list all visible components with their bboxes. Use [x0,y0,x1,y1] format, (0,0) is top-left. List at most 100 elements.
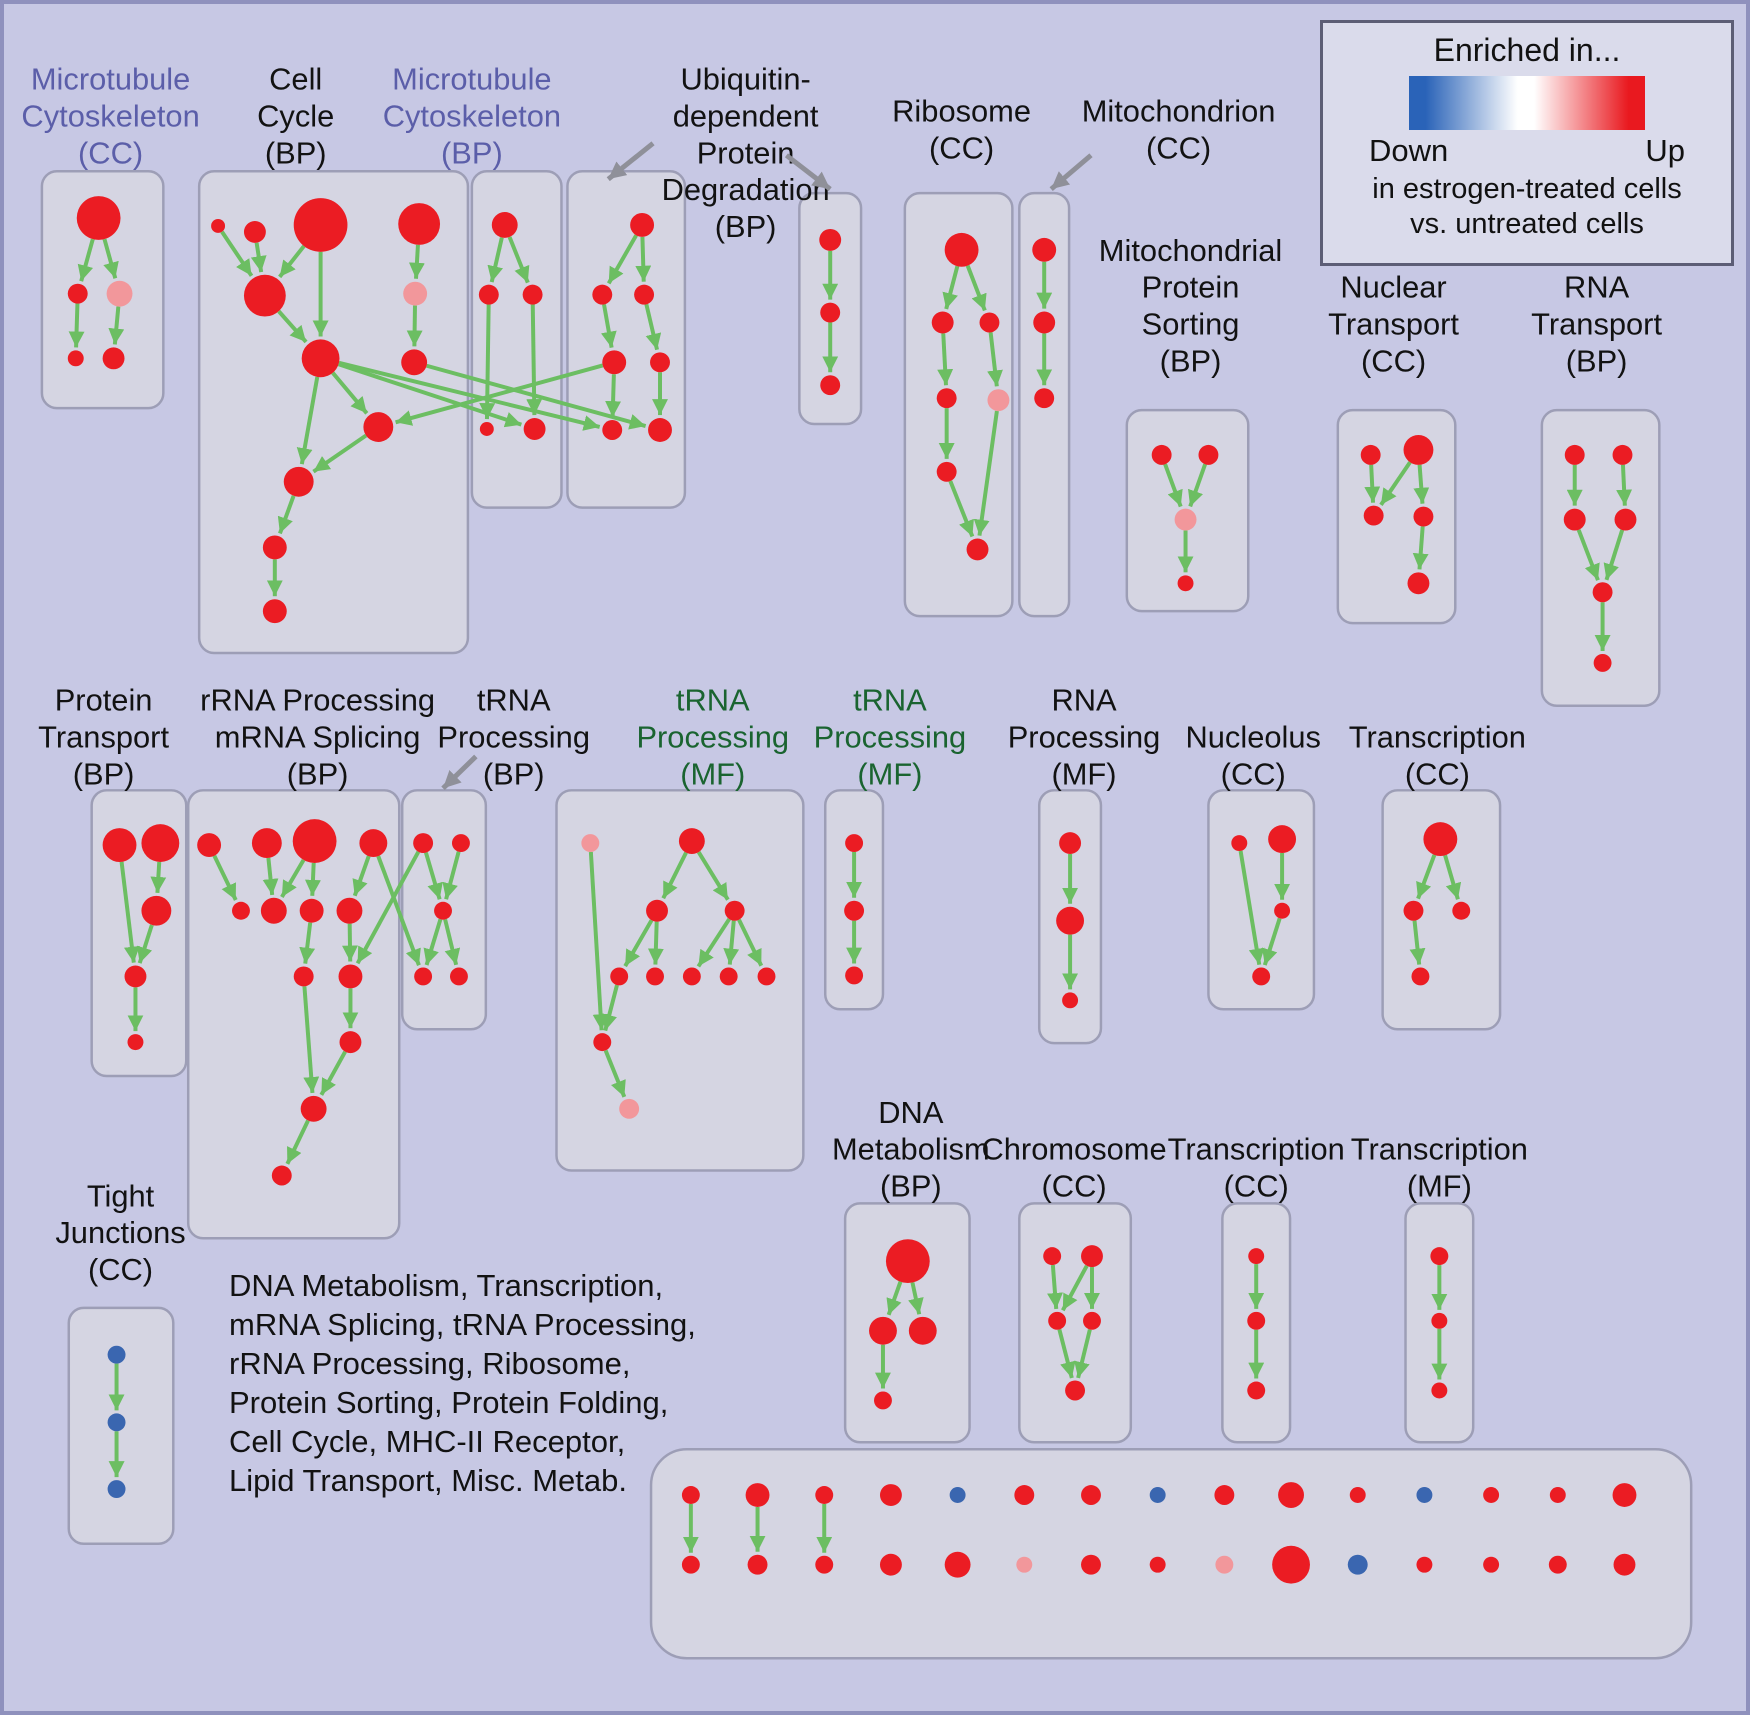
misc-terms-bottom-node-1 [745,1483,770,1507]
ubiquitin-degradation-bp-box [566,169,687,509]
cell-cycle-bp-label-line: Cycle [257,98,334,133]
ubiquitin-degradation-bp-node-2 [634,284,655,305]
mitochondrial-protein-sorting-bp-node-1 [1198,444,1219,465]
edge-arrow [1074,1329,1092,1379]
dna-metabolism-bp-label-line: (BP) [880,1168,942,1203]
legend: Enriched in... Down Up in estrogen-treat… [1320,20,1734,266]
edge-arrow [1364,464,1381,503]
edge-arrow [119,861,140,963]
trna-processing-mf-large-box [555,789,805,1172]
misc-terms-bottom-node-20 [1016,1556,1033,1573]
rrna-processing-mrna-splicing-bp-node-5 [260,897,287,924]
trna-processing-mf-small-label-line: Processing [814,720,967,755]
edge-arrow [376,855,421,966]
protein-transport-bp-node-4 [127,1034,144,1051]
trna-processing-mf-large-node-6 [682,967,701,986]
rna-processing-mf-label-line: (MF) [1051,756,1116,791]
misc-note-line: mRNA Splicing, tRNA Processing, [229,1307,696,1342]
mitochondrion-cc-node-0 [1032,237,1057,262]
rna-transport-bp-label-line: RNA [1564,270,1630,305]
ribosome-cc-node-4 [987,389,1010,412]
mitochondrion-cc-label-line: (CC) [1146,130,1211,165]
trna-processing-mf-small-label-line: (MF) [857,756,922,791]
misc-terms-bottom-node-12 [1483,1487,1500,1503]
cell-cycle-bp-node-2 [293,198,348,252]
edge-arrow [150,861,167,893]
tight-junctions-cc-label-line: Tight [87,1178,155,1213]
tight-junctions-cc-label-line: Junctions [55,1215,185,1250]
edge-arrow [305,862,321,896]
legend-caption-line1: in estrogen-treated cells [1372,173,1682,205]
edge-arrow [68,303,85,348]
cell-cycle-bp-label-line: (BP) [265,135,327,170]
edge-arrow [1057,1329,1076,1379]
dna-metabolism-bp-label-line: Metabolism [832,1132,990,1167]
edge-arrow [285,1119,310,1165]
trna-processing-bp-node-1 [451,834,470,853]
edge-arrow [1061,1264,1089,1312]
ubiquitin-degradation-bp-label-line: (BP) [715,209,777,244]
nuclear-transport-cc-label-line: Nuclear [1340,270,1446,305]
cell-cycle-bp-node-0 [211,218,226,233]
transcription-mf-label-line: (MF) [1407,1168,1472,1203]
edge-arrow [424,852,443,900]
dna-metabolism-bp-node-1 [869,1316,897,1345]
chromosome-cc-label-line: (CC) [1042,1168,1107,1203]
misc-terms-bottom-node-6 [1081,1485,1101,1505]
transcription-mf-node-2 [1431,1382,1448,1399]
ribosome-cc-label-line: (CC) [929,130,994,165]
rrna-processing-mrna-splicing-bp-node-7 [336,897,363,924]
microtubule-cytoskeleton-cc-node-2 [106,280,133,307]
tight-junctions-cc-label-line: (CC) [88,1252,153,1287]
edge-arrow [319,1050,347,1096]
transcription-cc-mid-label-line: (CC) [1405,756,1470,791]
nuclear-transport-cc-node-2 [1363,505,1384,526]
chromosome-cc-node-0 [1043,1247,1062,1266]
rrna-processing-mrna-splicing-bp-node-12 [271,1165,292,1186]
rna-processing-mf-node-2 [1062,992,1079,1009]
ubiquitin-degradation-bp-label-line: Protein [697,135,795,170]
microtubule-cytoskeleton-bp-node-1 [478,284,499,305]
nuclear-transport-cc-label-line: Transport [1328,306,1459,341]
cell-cycle-bp-node-9 [283,466,314,497]
edge-arrow [220,230,254,277]
nuclear-transport-cc-node-0 [1360,444,1381,465]
edge-arrow [605,374,622,418]
trna-processing-bp-node-0 [413,833,434,854]
rrna-processing-mrna-splicing-bp-node-9 [338,964,363,989]
trna-processing-bp-label-line: Processing [437,720,590,755]
microtubule-cytoskeleton-cc-label-line: Microtubule [31,62,190,97]
rna-transport-bp-box [1540,408,1661,707]
edge-arrow [408,244,425,279]
edge-arrow [1409,920,1426,965]
edge-arrow [647,921,664,965]
edge-arrow [696,918,731,968]
transcription-cc-mid-node-0 [1423,822,1458,857]
transcription-cc-low-node-0 [1248,1248,1265,1265]
misc-note-line: Cell Cycle, MHC-II Receptor, [229,1424,626,1459]
edge-arrow [395,363,604,426]
edge-arrow [1416,854,1437,900]
trna-processing-mf-large-node-9 [593,1033,612,1052]
edge-arrow [1576,529,1600,581]
edge-arrow [102,238,119,279]
edge-arrow [937,333,954,386]
rna-processing-mf-node-1 [1056,906,1085,935]
rrna-processing-mrna-splicing-bp-node-6 [299,898,324,923]
microtubule-cytoskeleton-bp-label-line: (BP) [441,135,503,170]
microtubule-cytoskeleton-bp-label-line: Cytoskeleton [383,98,561,133]
trna-processing-mf-large-node-7 [719,967,738,986]
cell-cycle-bp-node-1 [243,220,266,243]
edge-arrow [973,410,999,536]
trna-processing-mf-large-node-4 [610,967,629,986]
edge-arrow [331,371,369,415]
transcription-cc-mid-node-1 [1403,900,1424,921]
trna-processing-mf-large-node-8 [757,967,776,986]
rna-transport-bp-node-1 [1612,444,1633,465]
protein-transport-bp-label-line: Protein [55,683,153,718]
ribosome-cc-node-2 [979,312,1000,333]
trna-processing-mf-small-box [823,789,885,1011]
nuclear-transport-cc-node-4 [1407,572,1430,595]
legend-updown-row: Down Up [1323,130,1731,169]
microtubule-cytoskeleton-cc-node-0 [76,196,121,240]
